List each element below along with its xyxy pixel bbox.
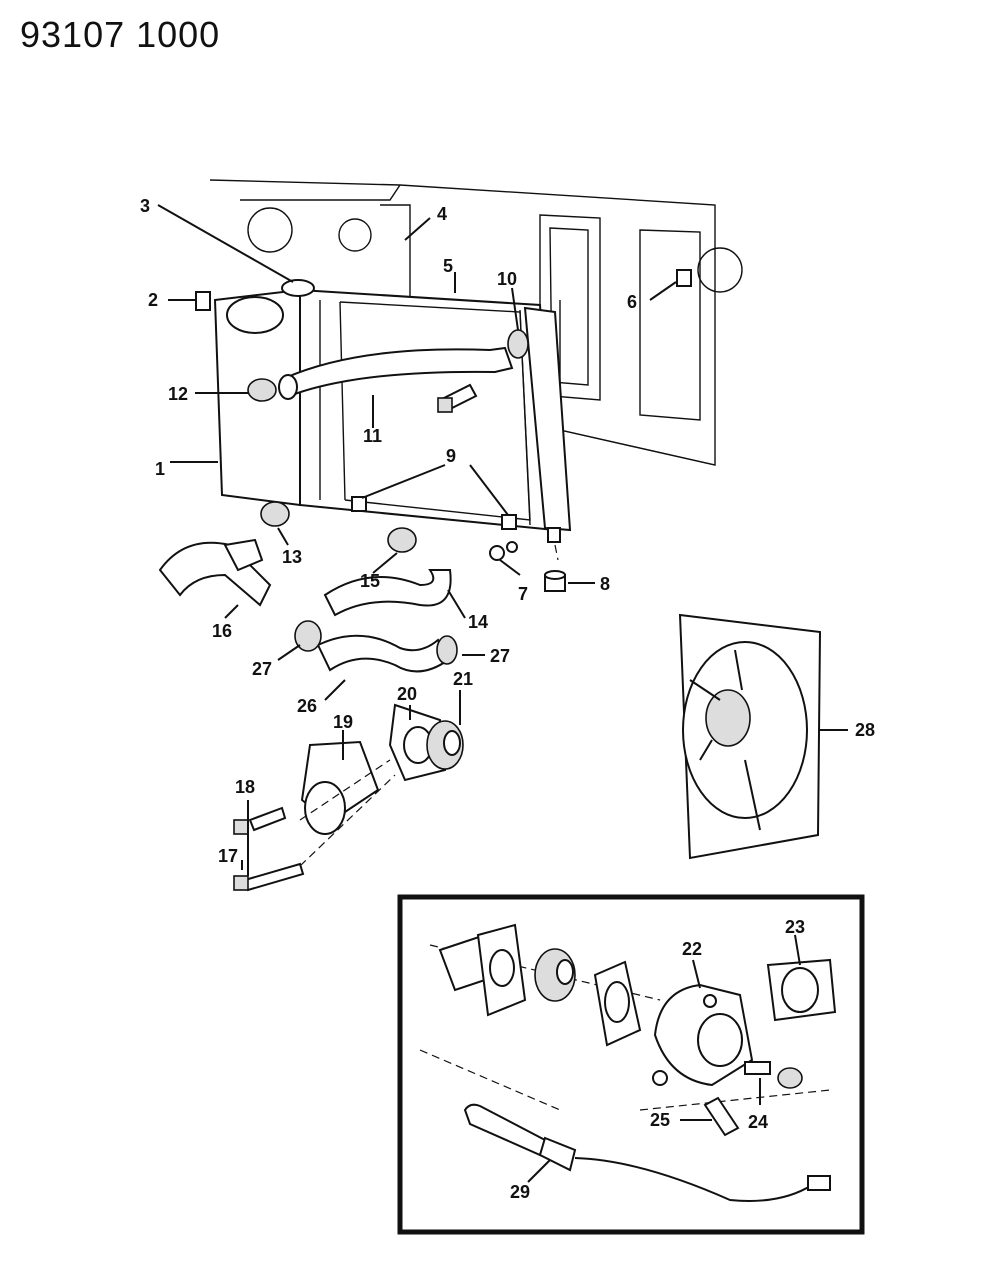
callout-16: 16 — [212, 621, 232, 641]
callout-21: 21 — [453, 669, 473, 689]
callout-24: 24 — [748, 1112, 768, 1132]
upper-radiator-hose — [278, 346, 514, 400]
callout-4: 4 — [437, 204, 447, 224]
bolt-17 — [233, 806, 287, 835]
callout-15: 15 — [360, 571, 380, 591]
catalog-code: 93107 1000 — [20, 14, 221, 55]
inset-detail — [397, 894, 865, 1235]
water-outlet-19 — [300, 740, 380, 835]
callout-6: 6 — [627, 292, 637, 312]
callout-14: 14 — [468, 612, 488, 632]
heater-hose-14 — [323, 569, 452, 617]
hose-26 — [316, 634, 450, 673]
callout-12: 12 — [168, 384, 188, 404]
hose-clamp-15 — [387, 527, 417, 553]
thermostat-21 — [426, 720, 464, 770]
callout-18: 18 — [235, 777, 255, 797]
hose-clamp-27-left — [294, 620, 322, 652]
mounting-bolt — [437, 383, 478, 413]
drain-cock-7 — [489, 541, 518, 561]
isolator-9 — [351, 496, 517, 530]
callout-13: 13 — [282, 547, 302, 567]
callout-7: 7 — [518, 584, 528, 604]
bracket-2 — [195, 291, 211, 311]
leader-lines — [157, 204, 848, 1183]
hose-clamp-12 — [247, 378, 277, 402]
callout-9: 9 — [446, 446, 456, 466]
fan-assembly-28 — [678, 613, 822, 860]
bolt-18 — [233, 862, 305, 892]
callout-2: 2 — [148, 290, 158, 310]
callout-19: 19 — [333, 712, 353, 732]
callout-1: 1 — [155, 459, 165, 479]
hose-clamp-13 — [260, 501, 290, 527]
callout-27-left: 27 — [252, 659, 272, 679]
callout-27-right: 27 — [490, 646, 510, 666]
callout-10: 10 — [497, 269, 517, 289]
hose-clamp-10 — [507, 329, 529, 359]
callout-28: 28 — [855, 720, 875, 740]
cap-8 — [544, 544, 566, 592]
callout-23: 23 — [785, 917, 805, 937]
callout-29: 29 — [510, 1182, 530, 1202]
callout-17: 17 — [218, 846, 238, 866]
lower-hose-16 — [158, 538, 272, 607]
callout-8: 8 — [600, 574, 610, 594]
callout-5: 5 — [443, 256, 453, 276]
callout-26: 26 — [297, 696, 317, 716]
callout-11: 11 — [363, 426, 382, 446]
callout-25: 25 — [650, 1110, 670, 1130]
callout-3: 3 — [140, 196, 150, 216]
callout-20: 20 — [397, 684, 417, 704]
bracket-6 — [676, 269, 692, 287]
callout-22: 22 — [682, 939, 702, 959]
hose-clamp-27-right — [436, 635, 458, 665]
